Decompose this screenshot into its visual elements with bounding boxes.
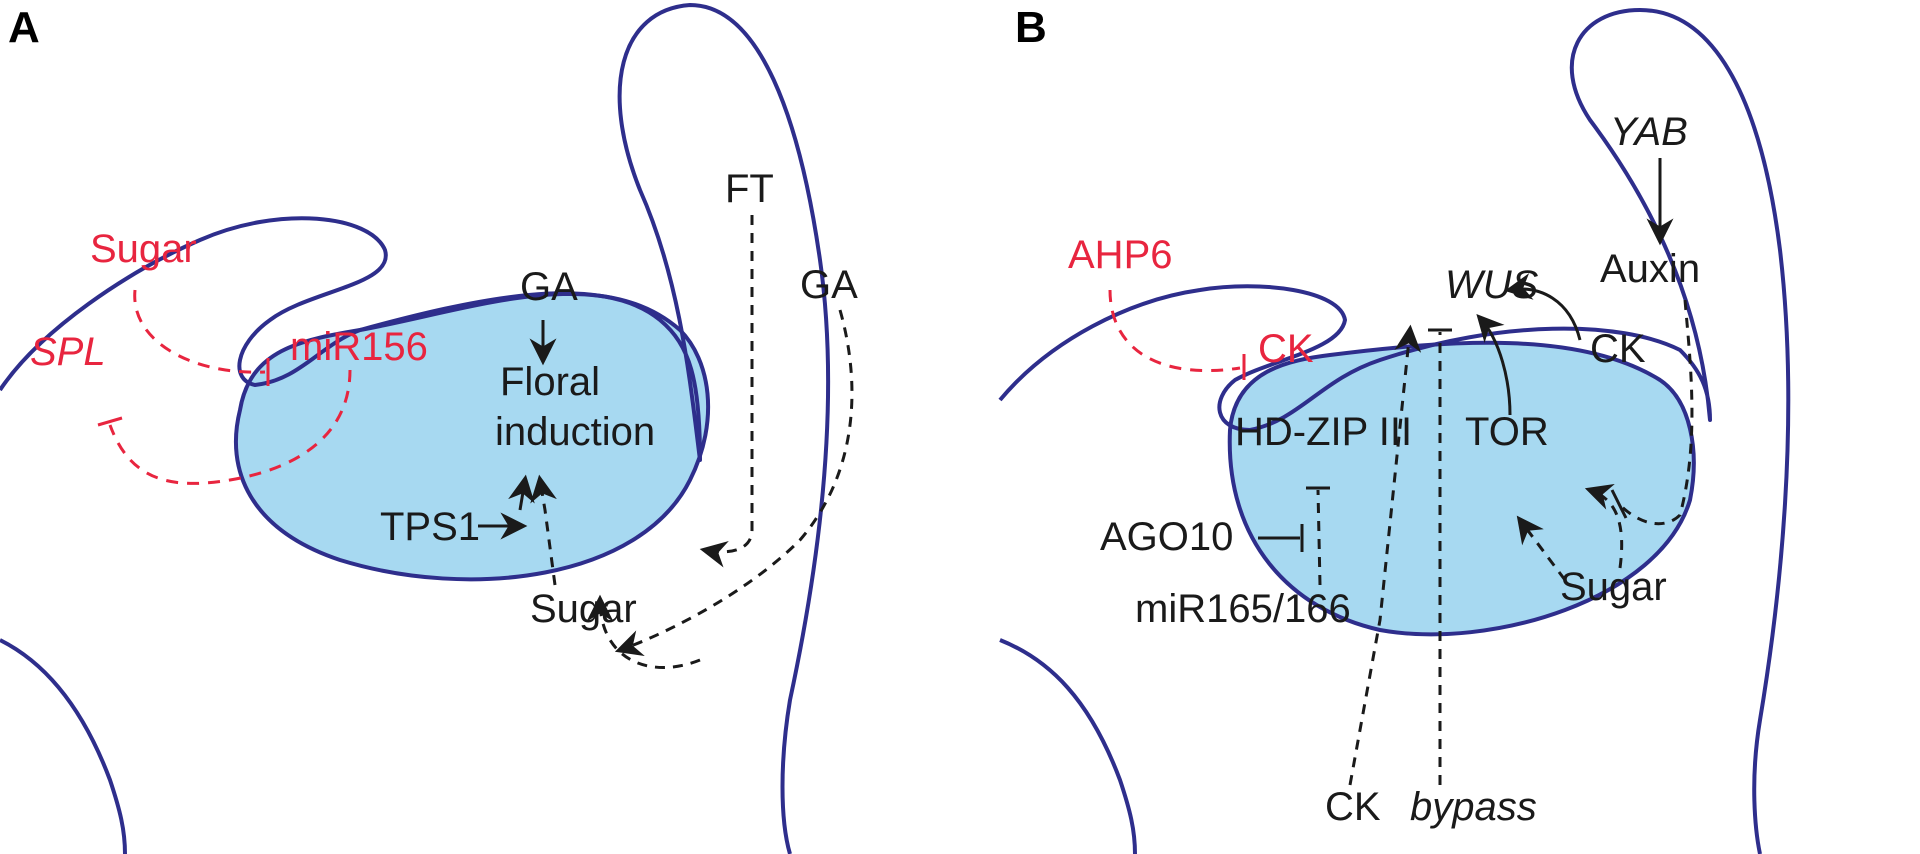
label-mir156: miR156: [290, 325, 428, 369]
auxin-to-ck: [1618, 299, 1694, 526]
inhibit-sugar-mir156: [133, 289, 266, 374]
panel-b: B YAB Auxin AHP6 CK WUS CK HD-ZIP III TO…: [998, 3, 1791, 854]
label-sugar-bottom: Sugar: [530, 587, 637, 631]
mir165-to-hdzip: [1316, 489, 1322, 586]
inhibit-mir156-spl: [108, 369, 352, 485]
label-mir165: miR165/166: [1135, 587, 1351, 631]
arrow-sugar-tor: [1516, 515, 1567, 581]
panel-a-letter: A: [8, 3, 40, 52]
arrow-ck-wus: [1504, 273, 1582, 341]
label-induction: induction: [495, 410, 655, 454]
label-ck-red: CK: [1258, 327, 1314, 371]
panel-a: A Sugar SPL miR156 GA Floral induction F…: [0, 3, 858, 854]
plant-outline-a-left: [0, 638, 127, 854]
label-bypass: bypass: [1410, 785, 1537, 829]
ahp6-ck-inhibit: [1108, 289, 1241, 373]
arrow-ft-floral: [699, 215, 754, 568]
label-wus: WUS: [1445, 263, 1539, 307]
label-sugar-red: Sugar: [90, 227, 197, 271]
label-hdzip: HD-ZIP III: [1235, 410, 1412, 454]
label-auxin: Auxin: [1600, 247, 1700, 291]
label-ck-right: CK: [1590, 327, 1646, 371]
label-floral: Floral: [500, 360, 600, 404]
label-ga-right: GA: [800, 263, 858, 307]
label-sugar-b: Sugar: [1560, 565, 1667, 609]
panel-b-letter: B: [1015, 3, 1047, 52]
label-tps1: TPS1: [380, 505, 480, 549]
label-yab: YAB: [1610, 110, 1688, 154]
label-ck-bottom: CK: [1325, 785, 1381, 829]
arrow-sugar-floral-2: [508, 474, 535, 511]
tbar-spl: [97, 416, 123, 427]
arrow-sugar-floral: [530, 474, 557, 586]
label-ahp6: AHP6: [1068, 233, 1173, 277]
label-ft: FT: [725, 167, 774, 211]
plant-outline-b: [998, 8, 1791, 854]
label-tor: TOR: [1465, 410, 1549, 454]
label-spl: SPL: [30, 330, 106, 374]
label-ago10: AGO10: [1100, 515, 1233, 559]
plant-outline-a: [0, 3, 831, 854]
arrow-ga-right-floral: [614, 309, 854, 656]
label-ga-top: GA: [520, 265, 578, 309]
arrow-ck-bottom-wus: [1348, 324, 1422, 786]
plant-outline-b-left: [999, 638, 1137, 854]
arrow-tor-wus: [1476, 314, 1512, 416]
meristem-b: [1227, 340, 1696, 637]
